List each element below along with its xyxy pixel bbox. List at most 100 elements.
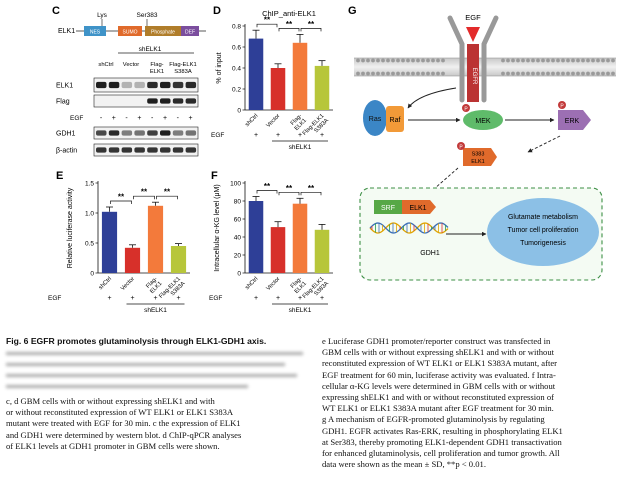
- caption-line: for enhanced glutaminolysis, cell prolif…: [322, 448, 560, 459]
- x-tick-label: Vector: [120, 276, 136, 292]
- caption-line: mutant were treated with EGF for 30 min.…: [6, 418, 241, 429]
- egf-sign: +: [112, 115, 116, 122]
- phospho-mek-icon: [462, 104, 470, 112]
- pelk1-label: ELK1: [471, 159, 484, 165]
- y-axis-label: % of input: [216, 52, 223, 83]
- sig-bracket: [256, 190, 278, 194]
- blot-band: [172, 147, 184, 153]
- chart-title: ChIP_anti-ELK1: [262, 9, 316, 18]
- bar: [248, 38, 264, 110]
- blot-strip: [93, 126, 199, 140]
- lane-label: Vector: [123, 62, 140, 68]
- blot-band: [172, 98, 184, 104]
- caption-line: expressing shELK1 and with or without re…: [322, 392, 554, 403]
- y-tick-label: 80: [234, 198, 242, 205]
- caption-line: g A mechanism of EGFR-promoted glutamino…: [322, 414, 545, 425]
- egf-sign: +: [176, 295, 180, 302]
- blot-band: [108, 81, 120, 89]
- sig-bracket: [278, 28, 300, 32]
- egf-sign: +: [320, 295, 324, 302]
- shelk1-label: shELK1: [139, 46, 162, 53]
- srf-label: SRF: [381, 205, 395, 212]
- caption-line: or without reconstituted expression of W…: [6, 407, 234, 418]
- domain-phosphate-label: Phosphate: [151, 29, 175, 35]
- y-tick-label: 0.5: [85, 240, 94, 247]
- caption-line: GBM cells with or without expressing shE…: [322, 347, 555, 358]
- gdh1-label: GDH1: [420, 250, 440, 257]
- x-tick-label: Flag-ELK1S383A: [302, 113, 330, 141]
- sig-bracket: [300, 191, 322, 196]
- x-tick-label: shCtrl: [244, 276, 259, 291]
- ras-protein: [363, 100, 387, 136]
- sig-marker: **: [308, 20, 315, 29]
- shelk1-label: shELK1: [289, 307, 312, 314]
- sig-marker: **: [308, 184, 315, 193]
- blot-label: GDH1: [56, 131, 76, 138]
- domain-def: [181, 26, 199, 36]
- bar: [124, 247, 141, 273]
- sig-marker: **: [264, 182, 271, 191]
- y-axis-label: Intracellular α-KG level (μM): [214, 184, 221, 271]
- egf-sign: +: [153, 295, 157, 302]
- y-tick-label: 0: [237, 270, 241, 277]
- blot-label: β-actin: [56, 148, 77, 155]
- egf-sign: +: [137, 115, 141, 122]
- bar: [292, 42, 308, 110]
- pelk1-protein: [463, 148, 497, 166]
- elk1-factor-label: ELK1: [409, 205, 426, 212]
- figure-caption-right: e Luciferase GDH1 promoter/reporter cons…: [322, 336, 620, 470]
- lane-label: shCtrl: [98, 62, 113, 68]
- bar: [101, 211, 118, 273]
- blot-band: [121, 81, 133, 89]
- mod-label-ser383: Ser383: [137, 12, 158, 19]
- blot-band: [160, 81, 171, 89]
- lane-label: Flag-ELK1: [169, 62, 196, 68]
- blot-label: ELK1: [56, 83, 73, 90]
- caption-left-body: c, d GBM cells with or without expressin…: [6, 396, 309, 452]
- panel-letter: C: [52, 5, 60, 17]
- blot-band: [96, 130, 107, 136]
- sig-bracket: [110, 200, 132, 204]
- y-tick-label: 1.0: [85, 210, 94, 217]
- caption-line: data were shown as the mean ± SD, **p < …: [322, 459, 486, 470]
- lane-label: Flag-: [150, 62, 163, 68]
- blot-band: [172, 81, 184, 89]
- caption-line: reconstituted expression of WT ELK1 or E…: [322, 358, 558, 369]
- y-axis-label: Relative luciferase activity: [67, 187, 74, 268]
- phospho-label: P: [560, 103, 564, 109]
- blot-band: [185, 147, 197, 153]
- y-tick-label: 60: [234, 216, 242, 223]
- blot-strip: [93, 77, 199, 93]
- domain-def-label: DEF: [185, 29, 195, 35]
- panel-letter: E: [56, 170, 63, 182]
- dna-helix: [369, 222, 449, 234]
- blot-strip: [93, 94, 199, 108]
- phospho-label: P: [464, 106, 468, 112]
- bar: [248, 201, 264, 273]
- x-tick-label: shCtrl: [98, 276, 113, 291]
- egfr-label: EGFR: [471, 68, 477, 85]
- y-tick-label: 0.4: [232, 65, 241, 72]
- outcome-ellipse: [487, 198, 599, 266]
- sig-bracket: [133, 195, 155, 200]
- blot-band: [134, 130, 145, 136]
- blot-band: [147, 147, 158, 153]
- egf-label: EGF: [211, 132, 224, 139]
- caption-line: at Ser383, thereby promoting ELK1-depend…: [322, 436, 562, 447]
- blot-band: [172, 130, 184, 136]
- phospho-erk-icon: [558, 101, 566, 109]
- egf-sign: +: [130, 295, 134, 302]
- sig-marker: **: [141, 188, 148, 197]
- y-tick-label: 100: [230, 180, 241, 187]
- y-tick-label: 40: [234, 234, 242, 241]
- shelk1-label: shELK1: [289, 144, 312, 151]
- egf-sign: +: [163, 115, 167, 122]
- egf-sign: -: [125, 115, 128, 122]
- egf-label: EGF: [70, 115, 83, 122]
- sig-bracket: [256, 23, 278, 28]
- blot-band: [185, 98, 197, 104]
